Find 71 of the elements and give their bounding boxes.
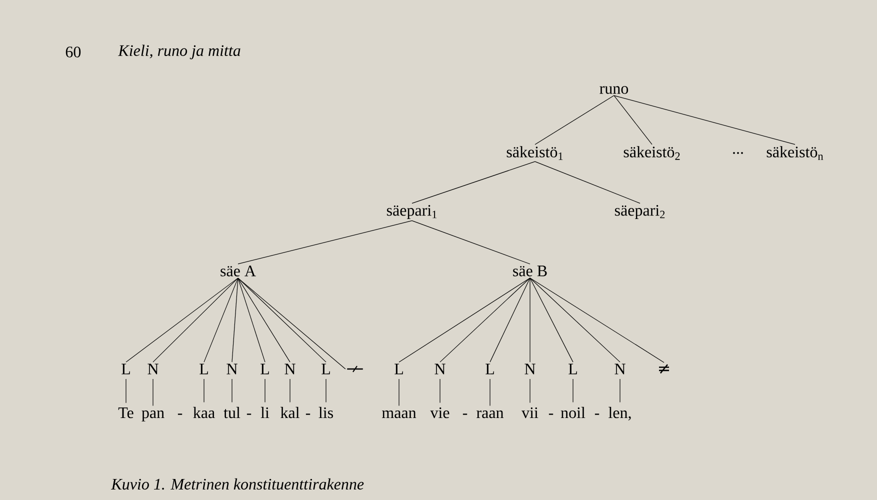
syllable: kaa — [193, 406, 215, 418]
tree-branch — [238, 278, 266, 362]
syllable: Te — [118, 408, 134, 418]
caption: Kuvio 1. Metrinen konstituenttirakenne — [111, 478, 364, 490]
page-number: 60 — [66, 46, 81, 58]
tree-node-label: säe A — [220, 266, 256, 276]
syllable: lis — [318, 406, 333, 418]
meter-symbol: L — [394, 364, 403, 374]
syllable: tul — [224, 406, 240, 418]
vertical-bar — [264, 378, 266, 402]
tree-node-label: säkeistö$_{2}$ — [624, 146, 680, 160]
syllable: pan — [142, 410, 164, 422]
tree-branch — [534, 161, 640, 204]
hyphen: - — [548, 414, 554, 415]
meter-symbol: L — [122, 364, 130, 374]
hyphen: - — [462, 414, 468, 415]
tree-branch — [614, 95, 796, 145]
syllable: kal — [280, 406, 300, 418]
syllable: len, — [608, 406, 631, 420]
tree-branch — [412, 161, 536, 204]
syllable: vii — [522, 407, 538, 418]
meter-symbol: L — [486, 364, 494, 374]
syllable: li — [260, 406, 270, 418]
syllable: noil — [560, 406, 586, 418]
meter-symbol: L — [200, 364, 208, 374]
tree-node-label: säe B — [513, 266, 547, 276]
vertical-bar — [398, 378, 400, 406]
tree-branch — [412, 220, 530, 264]
tree-branch — [530, 278, 574, 362]
meter-symbol: N — [524, 364, 536, 374]
tree-branch — [534, 95, 614, 145]
tree-node-label: säkeistö$_{n}$ — [766, 146, 824, 160]
tree-branch — [238, 278, 290, 362]
tree-node-label: säkeistö$_{1}$ — [506, 146, 563, 160]
meter-symbol: ≠ — [659, 364, 670, 374]
meter-symbol: L — [260, 364, 269, 374]
hyphen: - — [306, 414, 310, 415]
meter-symbol: L — [322, 364, 330, 374]
ellipsis: ... — [733, 152, 743, 154]
tree-branch — [530, 278, 620, 362]
vertical-bar — [572, 378, 574, 402]
syllable: vie — [430, 407, 450, 418]
meter-symbol: N — [614, 364, 626, 374]
tree-branch — [398, 278, 530, 362]
tree-branch — [530, 278, 664, 363]
tree-branch — [440, 278, 530, 362]
syllable: raan — [476, 410, 504, 418]
meter-symbol: N — [148, 364, 158, 374]
tree-branch — [490, 278, 530, 362]
tree-node-label: säepari$_{1}$ — [386, 205, 437, 219]
tree-branch — [238, 278, 346, 370]
tree-branch — [152, 278, 238, 362]
tree-node-label: runo — [600, 86, 628, 94]
tree-branch — [238, 220, 412, 264]
syllable: maan — [382, 410, 416, 418]
hyphen: - — [594, 414, 600, 415]
meter-symbol: ∤ — [347, 366, 363, 372]
meter-symbol: N — [226, 364, 238, 374]
tree-branch — [238, 278, 326, 362]
running-header: Kieli, runo ja mitta — [118, 44, 240, 60]
meter-symbol: N — [284, 364, 296, 374]
tree-branch — [232, 278, 238, 362]
tree-node-label: säepari$_{2}$ — [614, 205, 665, 219]
hyphen: - — [178, 414, 182, 415]
hyphen: - — [246, 414, 252, 415]
tree-branch — [614, 95, 652, 145]
tree-branch — [126, 278, 238, 362]
tree-branch — [204, 278, 238, 362]
vertical-bar — [152, 378, 154, 406]
meter-symbol: L — [568, 364, 577, 374]
meter-symbol: N — [434, 364, 446, 374]
